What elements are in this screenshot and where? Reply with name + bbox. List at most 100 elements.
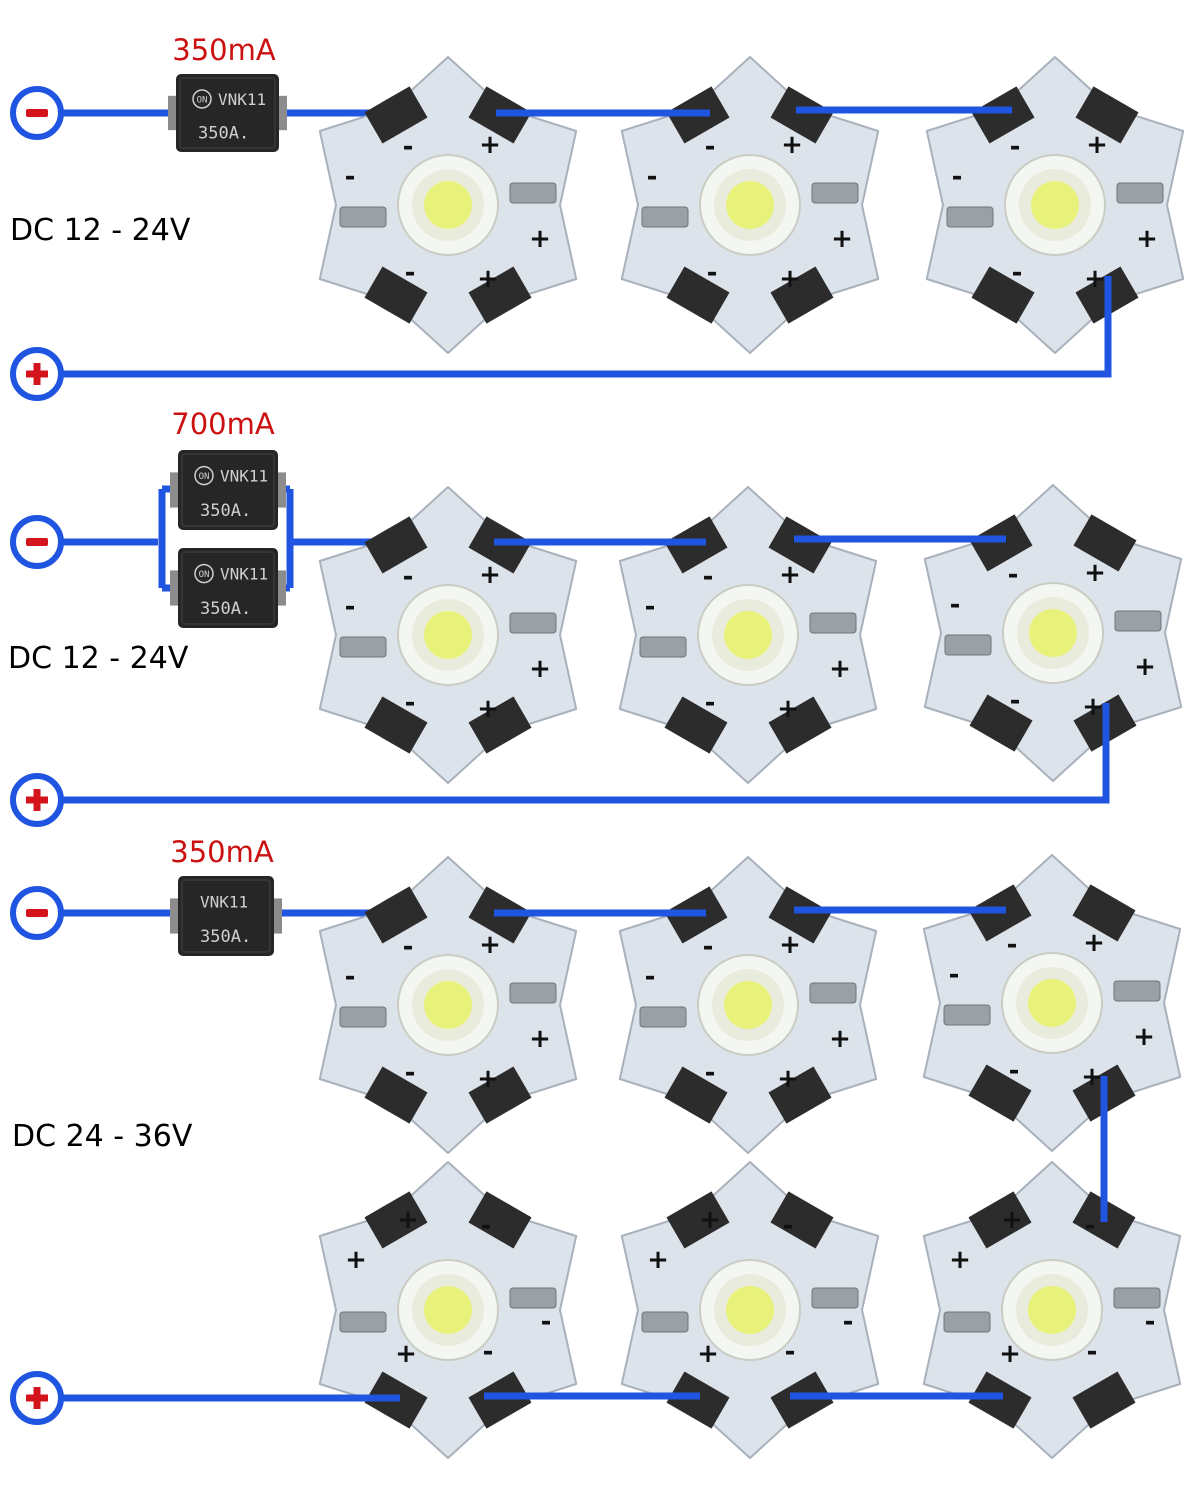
led-lead-right — [509, 1287, 557, 1309]
chip-logo-text: ON — [197, 95, 208, 105]
solder-pad — [968, 1064, 1032, 1122]
plus-mark: + — [345, 1245, 367, 1275]
minus-mark: - — [345, 162, 356, 192]
solder-pad — [770, 1191, 834, 1249]
led-lead-left — [639, 636, 687, 658]
chip-marking-line1: VNK11 — [200, 893, 248, 912]
solder-pad — [971, 266, 1035, 324]
led-lead-right — [1113, 1287, 1161, 1309]
minus-mark: - — [705, 1058, 716, 1088]
chip-bevel — [181, 551, 275, 625]
plus-mark: + — [779, 264, 801, 294]
led-board-2-2: +++--- — [618, 486, 878, 784]
plus-mark: + — [829, 1024, 851, 1054]
plus-mark: + — [477, 1064, 499, 1094]
plus-mark: + — [479, 930, 501, 960]
plus-mark: + — [779, 930, 801, 960]
solder-pad — [1075, 86, 1139, 144]
solder-pad — [666, 1371, 730, 1429]
solder-pad — [770, 266, 834, 324]
led-board-3-4: +++--- — [318, 1161, 578, 1459]
solder-pad — [1073, 514, 1137, 572]
led-board-3-2: +++--- — [618, 856, 878, 1154]
plus-mark: + — [699, 1205, 721, 1235]
led-lead-left — [339, 636, 387, 658]
chip-body — [176, 74, 279, 152]
plus-mark: + — [949, 1245, 971, 1275]
chip-marking-line1: VNK11 — [218, 90, 266, 109]
solder-pad — [768, 886, 832, 944]
minus-mark: - — [645, 962, 656, 992]
led-lead-right — [811, 182, 859, 204]
voltage-label-3: DC 24 - 36V — [12, 1119, 193, 1154]
plus-mark: + — [397, 1205, 419, 1235]
led-board-2-1: +++--- — [318, 486, 578, 784]
led-board-3-3: +++--- — [922, 854, 1182, 1152]
solder-pad — [768, 696, 832, 754]
solder-pad — [468, 696, 532, 754]
plus-mark: + — [1084, 558, 1106, 588]
wire-led-2-3-to-plus — [62, 703, 1110, 804]
plus-terminal-3: + — [10, 1371, 64, 1425]
plus-sign-icon — [26, 1387, 48, 1409]
minus-mark: - — [843, 1307, 854, 1337]
minus-mark: - — [403, 132, 414, 162]
chip-bevel — [181, 879, 271, 953]
plus-mark: + — [1001, 1205, 1023, 1235]
plus-mark: + — [1083, 928, 1105, 958]
chip-lead-right — [279, 95, 287, 131]
minus-mark: - — [1007, 930, 1018, 960]
solder-pad — [664, 696, 728, 754]
led-lead-left — [943, 1311, 991, 1333]
led-lead-right — [809, 612, 857, 634]
minus-terminal-label: − — [67, 117, 68, 119]
solder-pad — [768, 1066, 832, 1124]
minus-mark: - — [705, 688, 716, 718]
solder-pad — [666, 1191, 730, 1249]
voltage-label-1: DC 12 - 24V — [10, 213, 191, 248]
plus-mark: + — [1086, 130, 1108, 160]
chip-marking-line2: 350A. — [198, 124, 249, 144]
led-lead-right — [809, 982, 857, 1004]
minus-terminal-label: − — [67, 546, 68, 548]
plus-sign-icon — [26, 789, 48, 811]
chip-bevel — [179, 77, 276, 149]
chip-body — [178, 450, 278, 530]
minus-mark: - — [403, 562, 414, 592]
led-lead-right — [509, 182, 557, 204]
led-lead-left — [944, 634, 992, 656]
plus-mark: + — [1134, 652, 1156, 682]
plus-terminal-1: + — [10, 347, 64, 401]
on-logo-icon — [194, 465, 214, 486]
plus-mark: + — [479, 130, 501, 160]
plus-mark: + — [781, 130, 803, 160]
chip-lead-right — [274, 898, 282, 934]
chip-lead-left — [170, 570, 178, 606]
minus-mark: - — [1085, 1211, 1096, 1241]
plus-mark: + — [999, 1339, 1021, 1369]
minus-mark: - — [703, 932, 714, 962]
chip-lead-left — [170, 898, 178, 934]
minus-mark: - — [1009, 1056, 1020, 1086]
minus-mark: - — [705, 132, 716, 162]
chip-body — [178, 548, 278, 628]
minus-mark: - — [405, 258, 416, 288]
plus-sign-icon — [26, 363, 48, 385]
chip-logo-text: ON — [199, 570, 210, 580]
led-board-1-1: +++--- — [318, 56, 578, 354]
led-emitter-icon — [424, 181, 472, 229]
minus-mark: - — [1012, 258, 1023, 288]
led-lead-left — [641, 206, 689, 228]
plus-mark: + — [647, 1245, 669, 1275]
current-label-1: 350mA — [172, 33, 276, 67]
wire-overlay-layer — [62, 106, 1112, 1402]
solder-pad — [770, 1371, 834, 1429]
led-board-3-6: +++--- — [922, 1161, 1182, 1459]
current-label-3: 350mA — [170, 835, 274, 869]
led-lead-right — [509, 612, 557, 634]
solder-pad — [468, 1066, 532, 1124]
solder-pad — [664, 1066, 728, 1124]
minus-terminal-1: − — [10, 86, 68, 140]
